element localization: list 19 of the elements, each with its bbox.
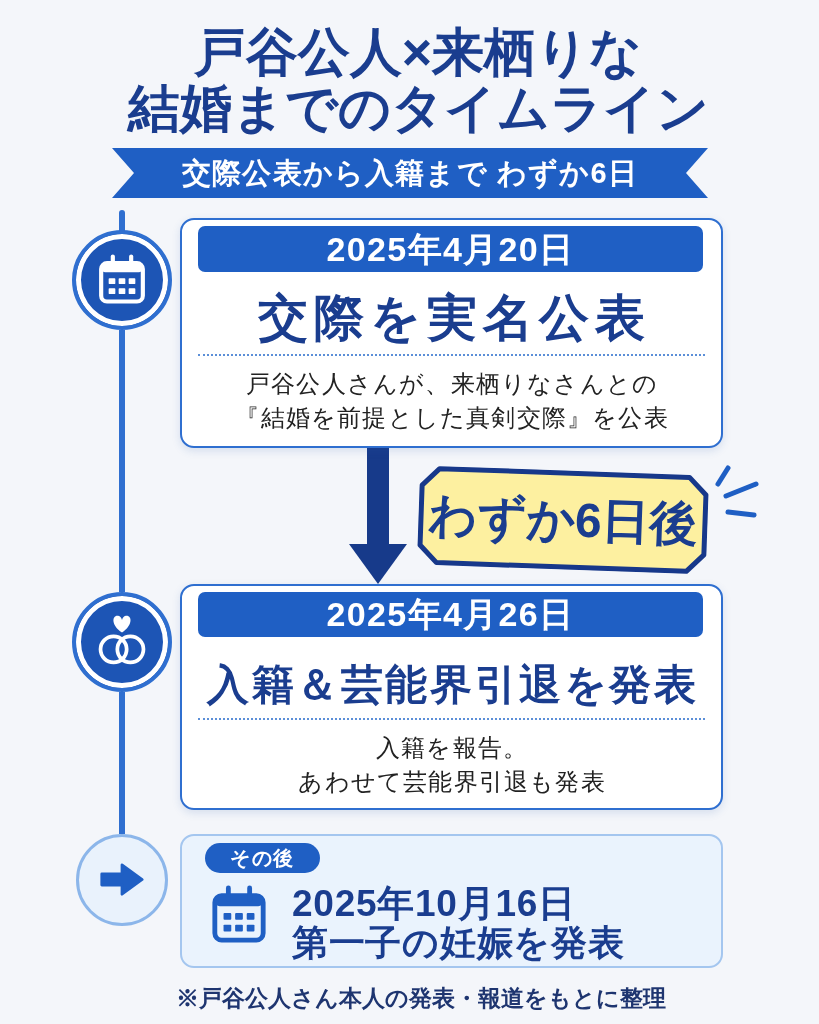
date-banner: 2025年4月20日 [198, 226, 703, 272]
event-description: 戸谷公人さんが、来栖りなさんとの『結婚を前提とした真剣交際』を公表 [234, 369, 670, 433]
event-card [180, 584, 723, 810]
event-card [180, 834, 723, 968]
event-title: 交際を実名公表 [257, 289, 651, 348]
callout-badge: わずか6日後 [416, 464, 710, 576]
event-title: 入籍＆芸能界引退を発表 [205, 660, 699, 710]
ribbon-banner: 交際公表から入籍まで わずか6日 [112, 148, 708, 198]
event-title: 第一子の妊娠を発表 [292, 924, 625, 962]
timeline-line [119, 692, 125, 834]
footnote: ※戸谷公人さん本人の発表・報道をもとに整理 [176, 984, 666, 1012]
event-description: 入籍を報告。あわせて芸能界引退も発表 [297, 733, 607, 797]
title: 戸谷公人×来栖りな結婚までのタイムライン [126, 24, 710, 136]
date-banner: 2025年4月26日 [198, 592, 703, 637]
tag-label: その後 [205, 843, 320, 873]
arrow [349, 448, 407, 584]
event-card [180, 218, 723, 448]
event-date: 2025年10月16日 [292, 885, 576, 923]
timeline-line [119, 330, 125, 592]
